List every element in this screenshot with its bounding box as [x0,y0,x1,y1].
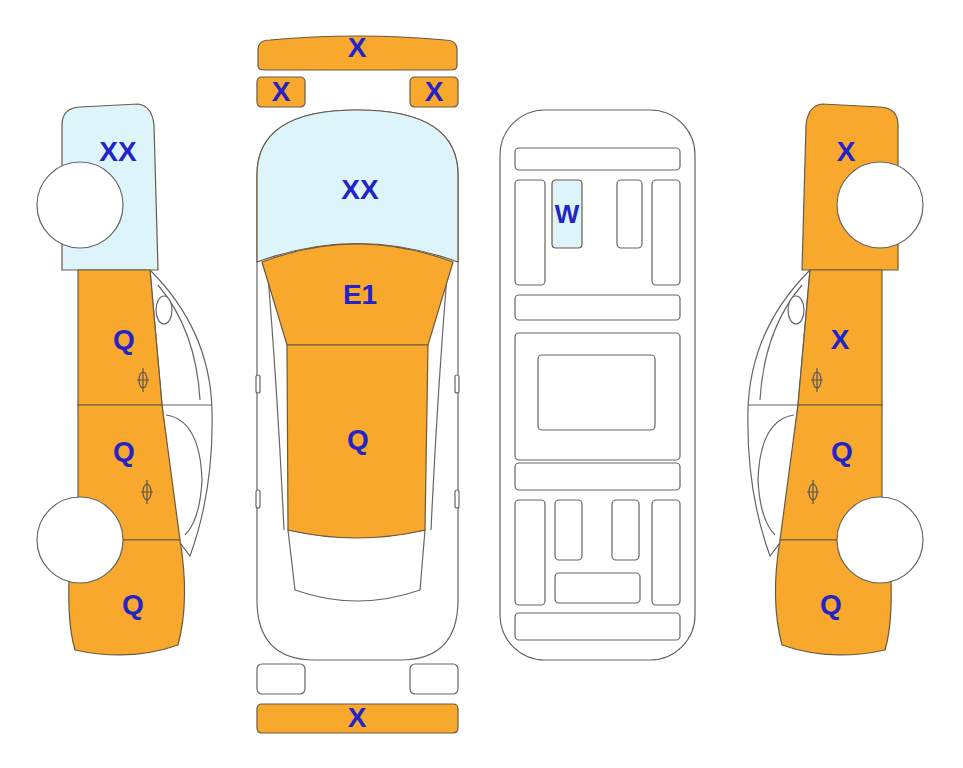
bumper-panel: X [257,704,458,733]
hood-panel: XX [257,108,458,266]
hood-panel-outline [257,110,458,262]
door-panel: Q [779,405,882,540]
damage-code: Q [831,438,853,466]
damage-code: Q [113,438,135,466]
quarter-panel: Q [769,540,894,662]
damage-code: E1 [343,281,377,309]
fender-panel: X [801,104,898,270]
roof-panel-outline [287,345,428,538]
damage-code: X [831,326,850,354]
damage-code: Q [113,326,135,354]
door-panel-outline [780,405,882,540]
door-panel-outline [78,405,180,540]
damage-code: Q [820,591,842,619]
quarter-panel: Q [66,540,191,662]
door-panel: Q [78,270,163,405]
damage-code: X [348,704,367,732]
quarter-panel-outline [775,540,891,655]
door-panel-shape [78,405,181,540]
lamp-panel: X [410,77,458,107]
bumper-panel-outline [257,704,458,733]
lamp-panel: X [257,77,305,107]
door-panel-outline [78,270,162,405]
damage-code: W [555,201,580,227]
bumper-panel: X [256,32,460,72]
fender-panel-shape [62,104,159,270]
door-panel: X [797,270,882,405]
damage-code: XX [341,176,378,204]
windshield-panel: E1 [262,228,453,345]
fender-panel-outline [802,104,898,270]
damage-code: X [348,34,367,62]
lamp-panel-outline [410,77,458,107]
underbody-panel: W [552,180,582,248]
damage-code: X [272,78,291,106]
damage-code: Q [122,591,144,619]
door-panel: Q [78,405,181,540]
damage-code: X [425,78,444,106]
door-panel-outline [798,270,882,405]
fender-panel-shape [801,104,898,270]
door-panel-shape [779,405,882,540]
windshield-panel-outline [262,244,453,345]
lamp-panel-outline [257,77,305,107]
damage-code: X [837,138,856,166]
fender-panel: XX [62,104,159,270]
underbody-panel-outline [552,180,582,248]
roof-panel: Q [287,345,428,545]
fender-panel-outline [62,104,158,270]
damage-code: Q [347,426,369,454]
damage-code: XX [99,138,136,166]
quarter-panel-outline [69,540,185,655]
